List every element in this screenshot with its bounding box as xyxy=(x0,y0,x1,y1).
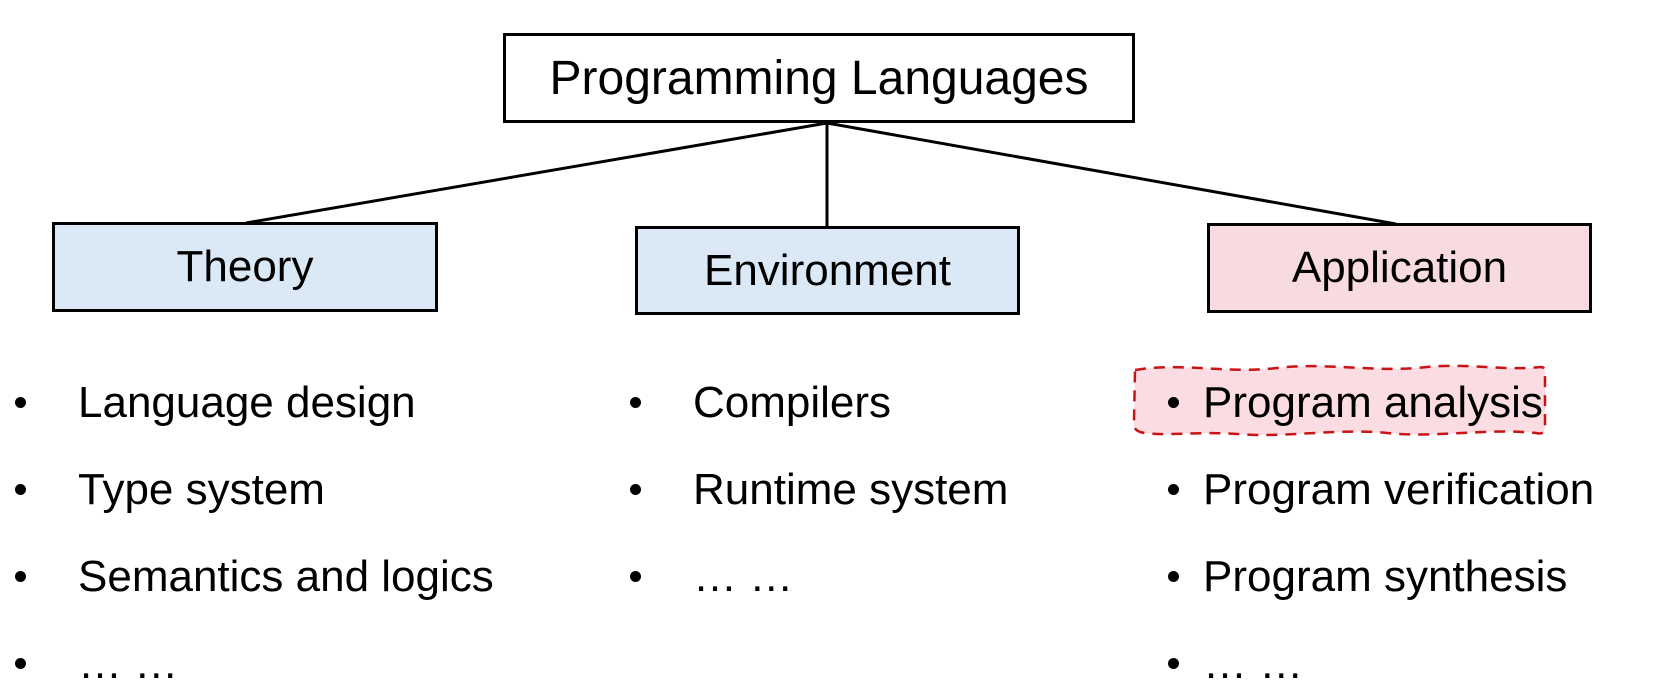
list-item-label: Compilers xyxy=(693,377,892,427)
list-item: … … xyxy=(15,620,494,690)
branch-node-label: Application xyxy=(1291,243,1508,292)
list-item-label: … … xyxy=(1203,638,1304,688)
bullet-list-application: Program analysis Program verification Pr… xyxy=(1168,359,1594,690)
bullet-icon xyxy=(1168,397,1179,408)
list-item-label: Program synthesis xyxy=(1203,551,1568,601)
connector-line-theory xyxy=(245,121,828,225)
list-item-label: Language design xyxy=(78,377,416,427)
bullet-icon xyxy=(630,397,641,408)
bullet-icon xyxy=(15,484,26,495)
bullet-list-theory: Language design Type system Semantics an… xyxy=(15,359,494,690)
list-item: Program verification xyxy=(1168,446,1594,533)
branch-node-application: Application xyxy=(1207,223,1592,313)
list-item: Program synthesis xyxy=(1168,533,1594,620)
root-node-programming-languages: Programming Languages xyxy=(503,33,1135,123)
branch-node-theory: Theory xyxy=(52,222,438,312)
bullet-icon xyxy=(15,571,26,582)
list-item-label: Program verification xyxy=(1203,464,1595,514)
scribble-border-icon xyxy=(1132,364,1547,437)
list-item-label: … … xyxy=(693,551,794,601)
list-item: … … xyxy=(630,533,1008,620)
bullet-icon xyxy=(15,658,26,669)
bullet-icon xyxy=(1168,484,1179,495)
list-item-label: Program analysis xyxy=(1203,377,1543,427)
bullet-icon xyxy=(630,484,641,495)
list-item: Language design xyxy=(15,359,494,446)
list-item-label: … … xyxy=(78,638,179,688)
list-item: Compilers xyxy=(630,359,1008,446)
bullet-icon xyxy=(1168,571,1179,582)
connector-line-application xyxy=(826,121,1397,226)
bullet-icon xyxy=(630,571,641,582)
list-item: Runtime system xyxy=(630,446,1008,533)
branch-node-label: Theory xyxy=(176,242,314,291)
root-node-label: Programming Languages xyxy=(549,51,1089,105)
bullet-icon xyxy=(1168,658,1179,669)
list-item-label: Type system xyxy=(78,464,325,514)
bullet-icon xyxy=(15,397,26,408)
list-item-highlighted: Program analysis xyxy=(1168,359,1594,446)
list-item: Type system xyxy=(15,446,494,533)
branch-node-label: Environment xyxy=(703,245,951,295)
branch-node-environment: Environment xyxy=(635,226,1020,315)
list-item: … … xyxy=(1168,620,1594,690)
list-item-label: Runtime system xyxy=(693,464,1009,514)
list-item-label: Semantics and logics xyxy=(78,551,494,601)
highlight-scribble-program-analysis xyxy=(1127,357,1551,444)
list-item: Semantics and logics xyxy=(15,533,494,620)
bullet-list-environment: Compilers Runtime system … … xyxy=(630,359,1008,620)
